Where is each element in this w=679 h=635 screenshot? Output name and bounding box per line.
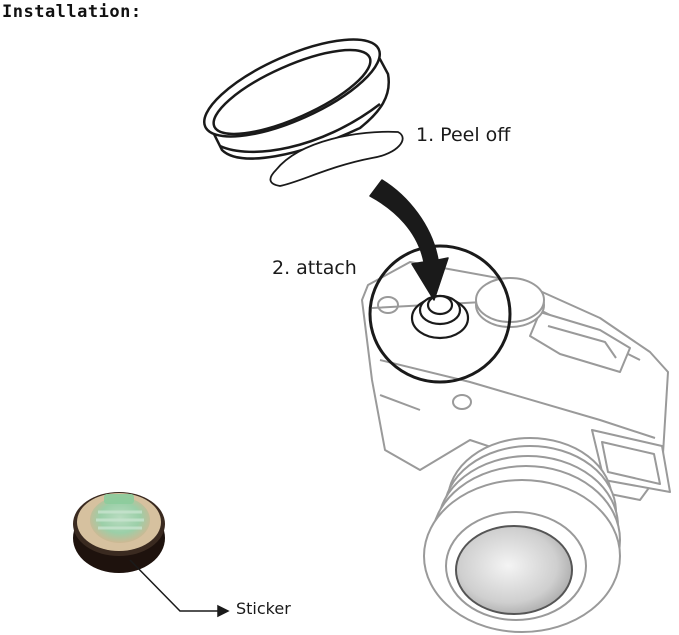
sticker-label: Sticker xyxy=(236,599,291,618)
attach-arrow xyxy=(369,179,449,301)
page-title: Installation: xyxy=(2,2,142,22)
step-label-attach: 2. attach xyxy=(272,257,357,279)
button-cap-illustration xyxy=(202,38,390,160)
sticker-disc xyxy=(73,492,165,573)
sticker-pointer xyxy=(129,559,230,618)
shutter-button xyxy=(410,294,470,340)
step-label-peel-off: 1. Peel off xyxy=(416,124,511,146)
camera-lens xyxy=(423,437,621,633)
adhesive-film xyxy=(269,130,404,187)
attach-highlight-circle xyxy=(368,244,512,384)
